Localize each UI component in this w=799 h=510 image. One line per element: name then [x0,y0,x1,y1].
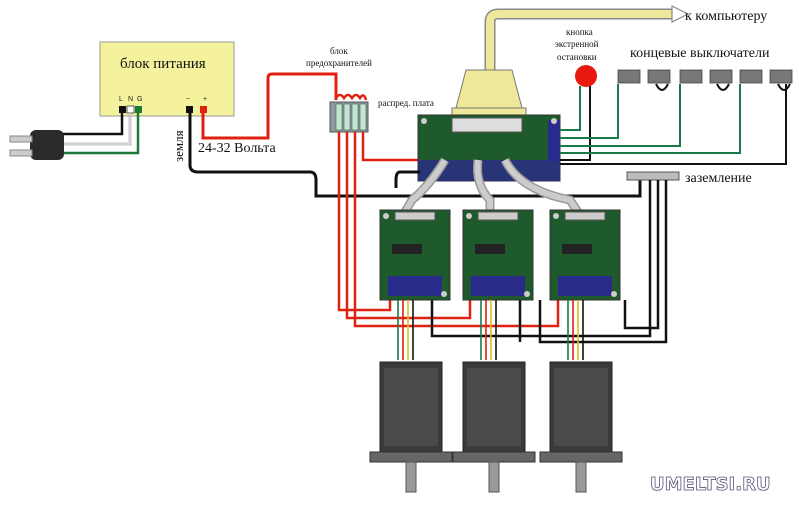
to-computer-label: к компьютеру [685,9,767,24]
terminal-minus [186,106,193,113]
estop-button [575,65,597,87]
ground-wire-label: земля [171,130,186,162]
power-supply-label: блок питания [120,56,206,72]
watermark: UMELTSI.RU [650,474,771,495]
estop-label-2: экстренной [555,39,599,49]
stepper-driver [379,209,451,360]
power-supply [99,41,235,117]
stepper-driver [549,209,621,360]
plug-icon [9,130,64,160]
terminal-l-label: L [119,96,123,103]
stepper-motor [369,361,453,493]
estop-label-3: остановки [557,52,597,62]
terminal-l [119,106,126,113]
terminal-n-label: N [128,96,133,103]
stepper-driver [462,209,534,360]
terminal-plus-label: + [203,96,207,103]
grounding-label: заземление [685,171,752,186]
limit-switches-label: концевые выключатели [630,46,770,61]
db25-connector [455,69,523,109]
stepper-motor [452,361,536,493]
breakout-board-label: распред. плата [378,98,434,108]
parallel-cable [484,5,690,80]
power-wire [201,72,338,140]
limit-switches [617,69,793,84]
terminal-g-label: G [137,96,142,103]
ground-wire [188,113,642,198]
terminal-minus-label: − [186,96,190,103]
fuse-block-label-2: предохранителей [306,58,372,68]
stepper-motor [539,361,623,493]
terminal-plus [200,106,207,113]
arrow-icon [671,5,690,23]
fuse-block-label-1: блок [330,46,348,56]
voltage-label: 24-32 Вольта [198,141,276,156]
ground-bar [626,171,680,181]
estop-label-1: кнопка [566,27,593,37]
